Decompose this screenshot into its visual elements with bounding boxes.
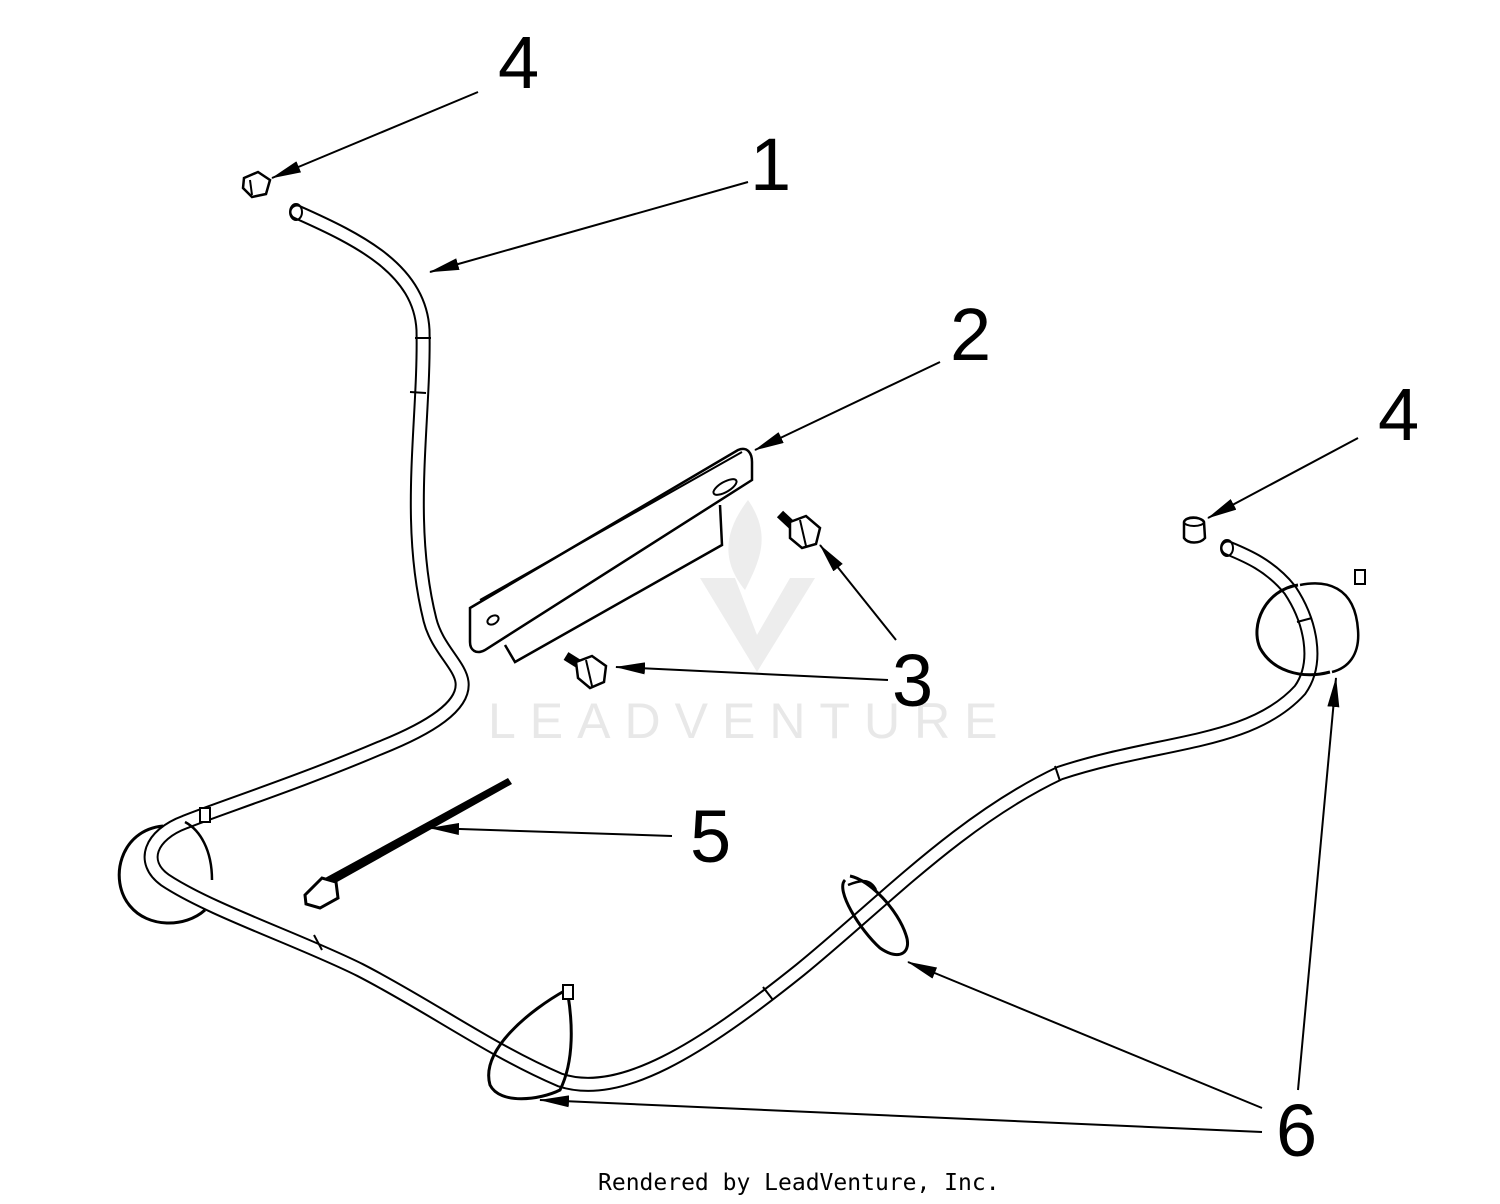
- hose-clamp-middle-loop: [841, 874, 909, 957]
- hose-clamp-left-loop: [117, 807, 214, 925]
- callout-2: 2: [950, 293, 991, 376]
- leader-lines: [271, 91, 1359, 1133]
- callout-1: 1: [750, 123, 791, 206]
- watermark-logo: [700, 500, 815, 672]
- callout-4-left: 4: [498, 21, 539, 104]
- callout-3: 3: [892, 639, 933, 722]
- hose-clamp-bottom-loop: [487, 984, 574, 1101]
- hose-main: [143, 203, 1319, 1092]
- screw-lower: [563, 652, 608, 690]
- screw-upper: [776, 510, 822, 550]
- watermark-text: LEADVENTURE: [488, 693, 1012, 749]
- callout-5: 5: [690, 795, 731, 878]
- hose-clamp-right-loop: [1255, 569, 1366, 677]
- render-credit: Rendered by LeadVenture, Inc.: [598, 1170, 1000, 1196]
- mounting-bracket: [468, 447, 754, 664]
- cable-tie: [303, 778, 512, 910]
- hose-clamp-left: [241, 170, 272, 199]
- callout-6: 6: [1276, 1089, 1317, 1172]
- callout-4-right: 4: [1378, 373, 1419, 456]
- hose-clamp-right: [1182, 516, 1207, 544]
